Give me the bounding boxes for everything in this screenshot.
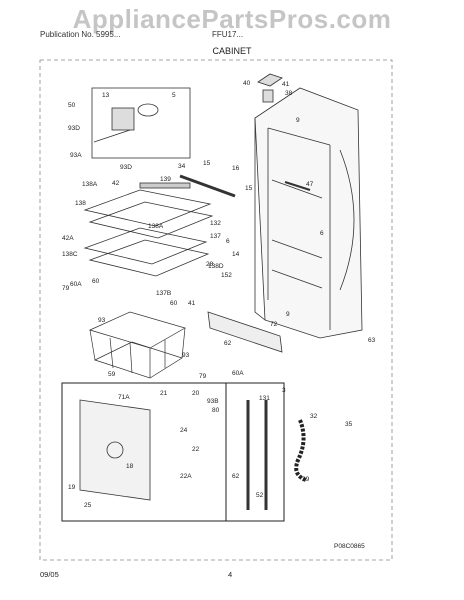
part-label: 93 <box>98 317 106 324</box>
part-label: 93B <box>207 398 219 405</box>
part-label: 13 <box>102 92 110 99</box>
part-label: 3 <box>282 387 286 394</box>
part-label: 38 <box>285 90 293 97</box>
part-label: 138C <box>62 251 78 258</box>
part-label: 60 <box>170 300 178 307</box>
section-title: CABINET <box>212 46 252 56</box>
part-label: 16 <box>232 165 240 172</box>
part-label: 15 <box>245 185 253 192</box>
part-label: 35 <box>345 421 353 428</box>
part-label: 138 <box>75 200 86 207</box>
part-label: 19 <box>68 484 76 491</box>
part-number-labels: 40 41 38 9 13 5 50 93D 93A 93D 34 15 16 138A 42 139 15 47… <box>62 80 376 550</box>
part-label: 50 <box>68 102 76 109</box>
part-label: 93 <box>182 352 190 359</box>
part-label: 139 <box>160 176 171 183</box>
part-label: 21 <box>160 390 168 397</box>
part-label: 62 <box>232 473 240 480</box>
part-label: 60A <box>70 281 82 288</box>
part-label: 40 <box>243 80 251 87</box>
part-label: 42 <box>112 180 120 187</box>
part-label: 20 <box>192 390 200 397</box>
part-label: 132 <box>210 220 221 227</box>
part-label: 34 <box>178 163 186 170</box>
part-label: 41 <box>282 81 290 88</box>
drain-hose <box>294 419 307 482</box>
part-label: 14 <box>232 251 240 258</box>
part-label: 52 <box>256 492 264 499</box>
part-label: 93A <box>70 152 82 159</box>
part-label: 152 <box>221 272 232 279</box>
side-rails <box>246 400 268 510</box>
cabinet-body <box>254 87 363 339</box>
diagram-border <box>39 59 393 561</box>
part-label: 47 <box>306 181 314 188</box>
part-label: 6 <box>320 230 324 237</box>
part-label: 60A <box>232 370 244 377</box>
part-label: 72 <box>270 321 278 328</box>
part-label: 93D <box>120 164 132 171</box>
part-label: 5 <box>172 92 176 99</box>
part-label: 137B <box>156 290 171 297</box>
part-label: 18 <box>126 463 134 470</box>
diagram-code: P08C0865 <box>334 543 365 550</box>
part-label: 41 <box>188 300 196 307</box>
fan-assembly <box>91 87 191 159</box>
base-grille <box>207 311 283 353</box>
part-label: 131 <box>259 395 270 402</box>
footer-date: 09/05 <box>40 570 59 579</box>
part-label: 138A <box>148 223 164 230</box>
part-label: 79 <box>62 285 70 292</box>
part-label: 9 <box>286 311 290 318</box>
footer-page: 4 <box>228 570 233 579</box>
shelves <box>83 174 236 277</box>
part-label: 62 <box>224 340 232 347</box>
part-label: 15 <box>203 160 211 167</box>
part-label: 9 <box>296 117 300 124</box>
part-label: 22 <box>192 446 200 453</box>
part-label: 138D <box>208 263 224 270</box>
part-label: 63 <box>368 337 376 344</box>
part-label: 25 <box>84 502 92 509</box>
part-label: 80 <box>212 407 220 414</box>
part-label: 32 <box>310 413 318 420</box>
part-label: 24 <box>180 427 188 434</box>
watermark: AppliancePartsPros.com <box>72 4 392 34</box>
part-label: 137 <box>210 233 221 240</box>
part-label: 22A <box>180 473 192 480</box>
part-label: 93D <box>68 125 80 132</box>
part-label: 138A <box>82 181 98 188</box>
publication-number: Publication No. 5995... <box>40 30 121 39</box>
part-label: 60 <box>92 278 100 285</box>
part-label: 29 <box>302 476 310 483</box>
part-label: 28 <box>206 261 214 268</box>
part-label: 79 <box>199 373 207 380</box>
part-label: 42A <box>62 235 74 242</box>
part-label: 71A <box>118 394 130 401</box>
part-label: 6 <box>226 238 230 245</box>
model-number: FFU17... <box>212 30 244 39</box>
inset-box-rails <box>225 382 285 522</box>
top-hinge <box>257 73 283 103</box>
part-label: 59 <box>108 371 116 378</box>
freezer-basket <box>89 311 186 379</box>
control-panel <box>79 399 151 501</box>
